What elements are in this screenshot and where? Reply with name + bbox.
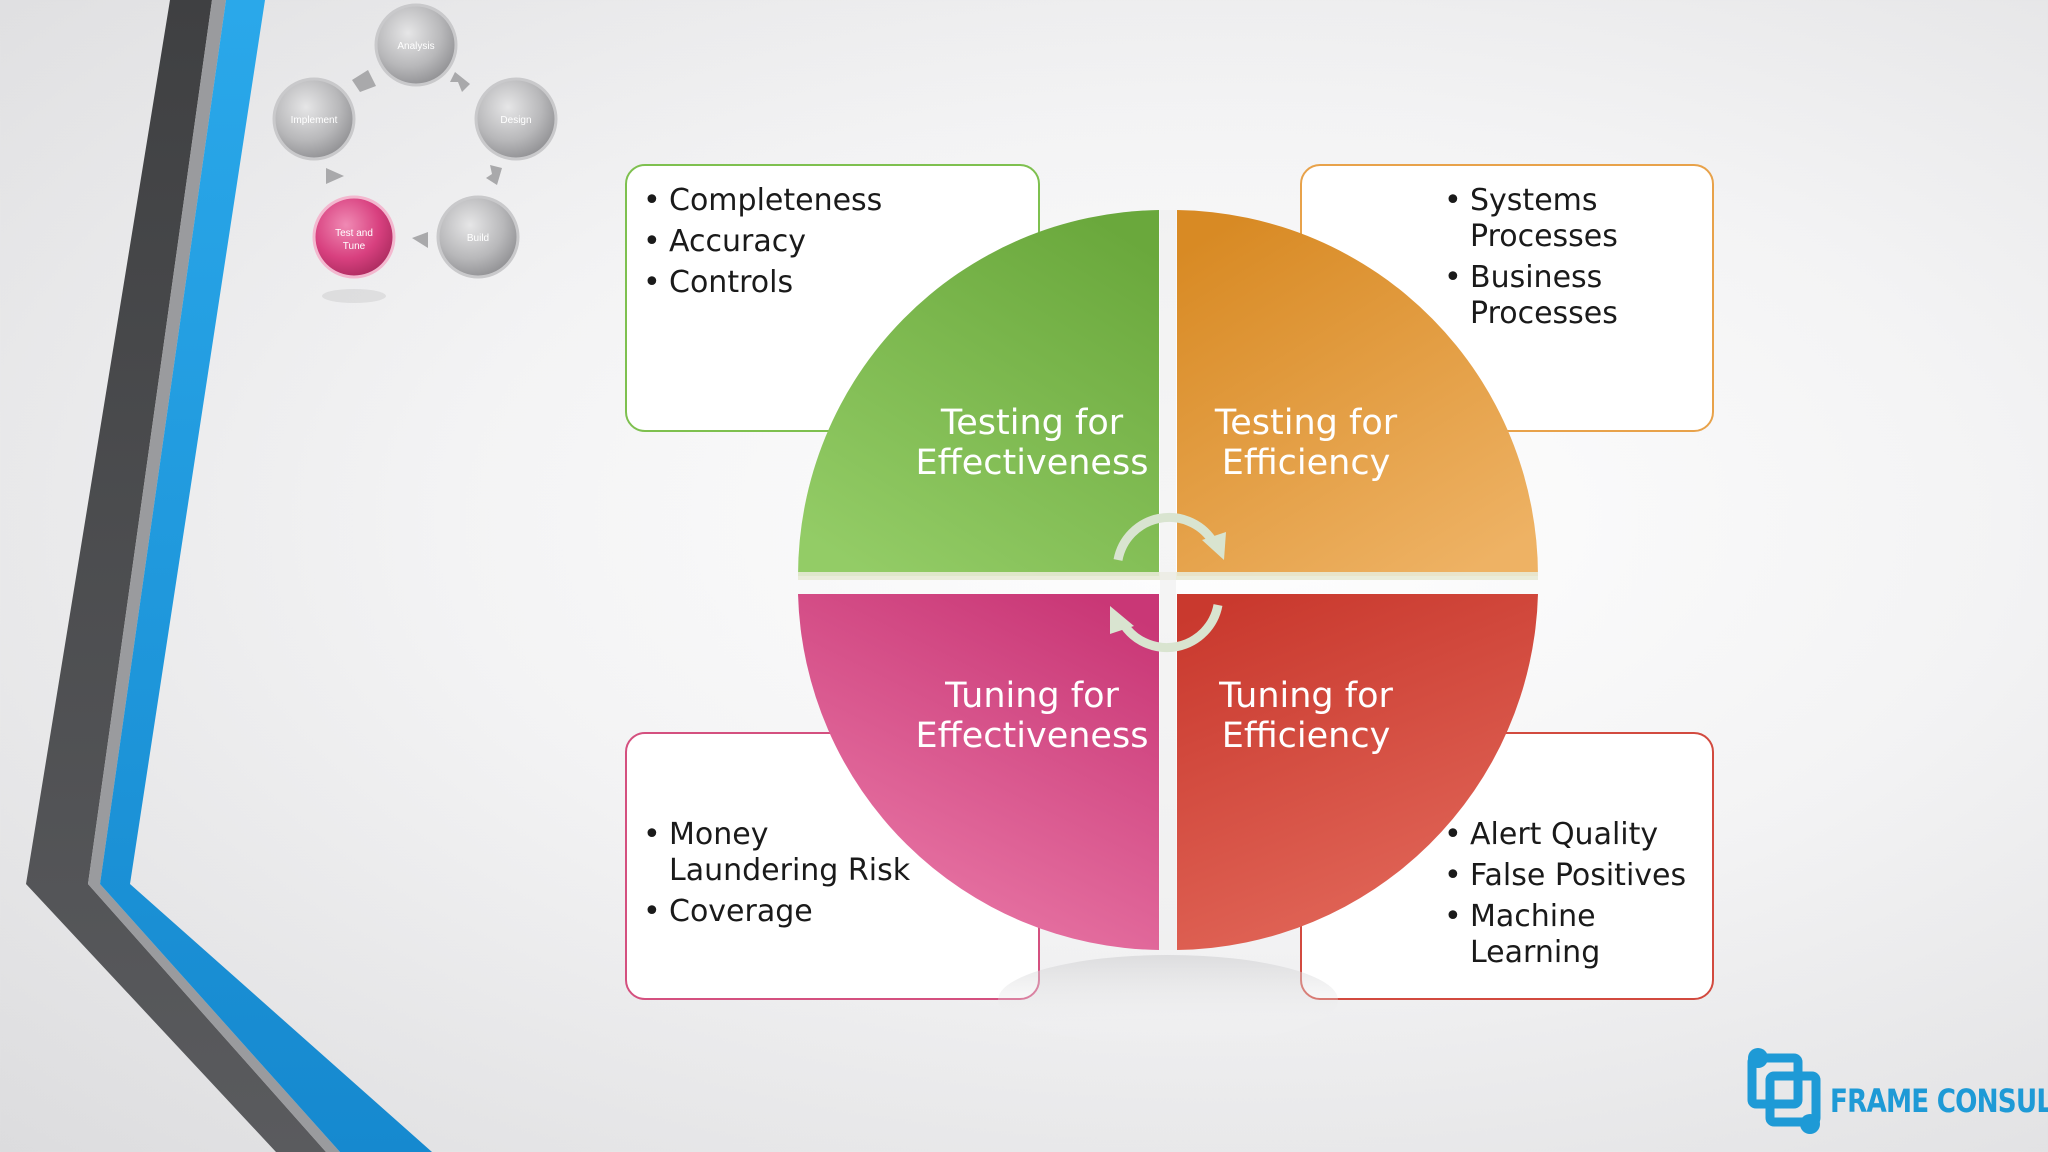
svg-text:Test and: Test and xyxy=(335,228,373,239)
cycle-arrows xyxy=(326,70,502,248)
list-item: Controls xyxy=(643,265,1038,301)
cycle-step-test-and-tune: Test and Tune xyxy=(312,195,396,303)
cycle-step-implement: Implement xyxy=(272,77,356,161)
arrow-icon xyxy=(450,72,470,92)
svg-text:Implement: Implement xyxy=(291,115,338,126)
arrow-icon xyxy=(486,165,502,185)
gray-stripe xyxy=(88,0,340,1152)
cycle-step-build: Build xyxy=(436,195,520,279)
list-item: False Positives xyxy=(1444,858,1712,894)
list-bottom-right: Alert Quality False Positives MachineLea… xyxy=(1444,817,1712,971)
logo-mark-icon xyxy=(1747,1053,1821,1127)
blue-stripe xyxy=(100,0,432,1152)
cycle-step-analysis: Analysis xyxy=(374,3,458,87)
arrow-icon xyxy=(412,232,428,248)
quadrant-top-left xyxy=(798,210,1159,576)
quadrant-bottom-right xyxy=(1177,594,1538,950)
dark-stripe xyxy=(26,0,326,1152)
quadrant-bottom-left xyxy=(798,594,1159,950)
vertical-divider xyxy=(1160,210,1176,950)
circle-reflection xyxy=(998,955,1338,1045)
arrow-icon xyxy=(326,168,344,184)
arrow-head-icon xyxy=(1202,532,1226,560)
cycle-step-design: Design xyxy=(474,77,558,161)
logo-text: FRAME CONSULTING xyxy=(1830,1082,2048,1120)
list-item: Coverage xyxy=(643,894,1038,930)
svg-text:Tune: Tune xyxy=(343,241,366,252)
svg-text:Build: Build xyxy=(467,233,489,244)
svg-text:Analysis: Analysis xyxy=(397,41,434,52)
list-top-left: Completeness Accuracy Controls xyxy=(643,183,1038,301)
quadrant-top-right xyxy=(1177,210,1539,576)
arrow-icon xyxy=(352,70,376,92)
list-item: Alert Quality xyxy=(1444,817,1712,853)
cycle-arrows-icon xyxy=(1113,512,1223,653)
arrow-head-icon xyxy=(1110,606,1134,634)
list-item: Completeness xyxy=(643,183,1038,219)
svg-text:Design: Design xyxy=(500,115,531,126)
list-item: Accuracy xyxy=(643,224,1038,260)
